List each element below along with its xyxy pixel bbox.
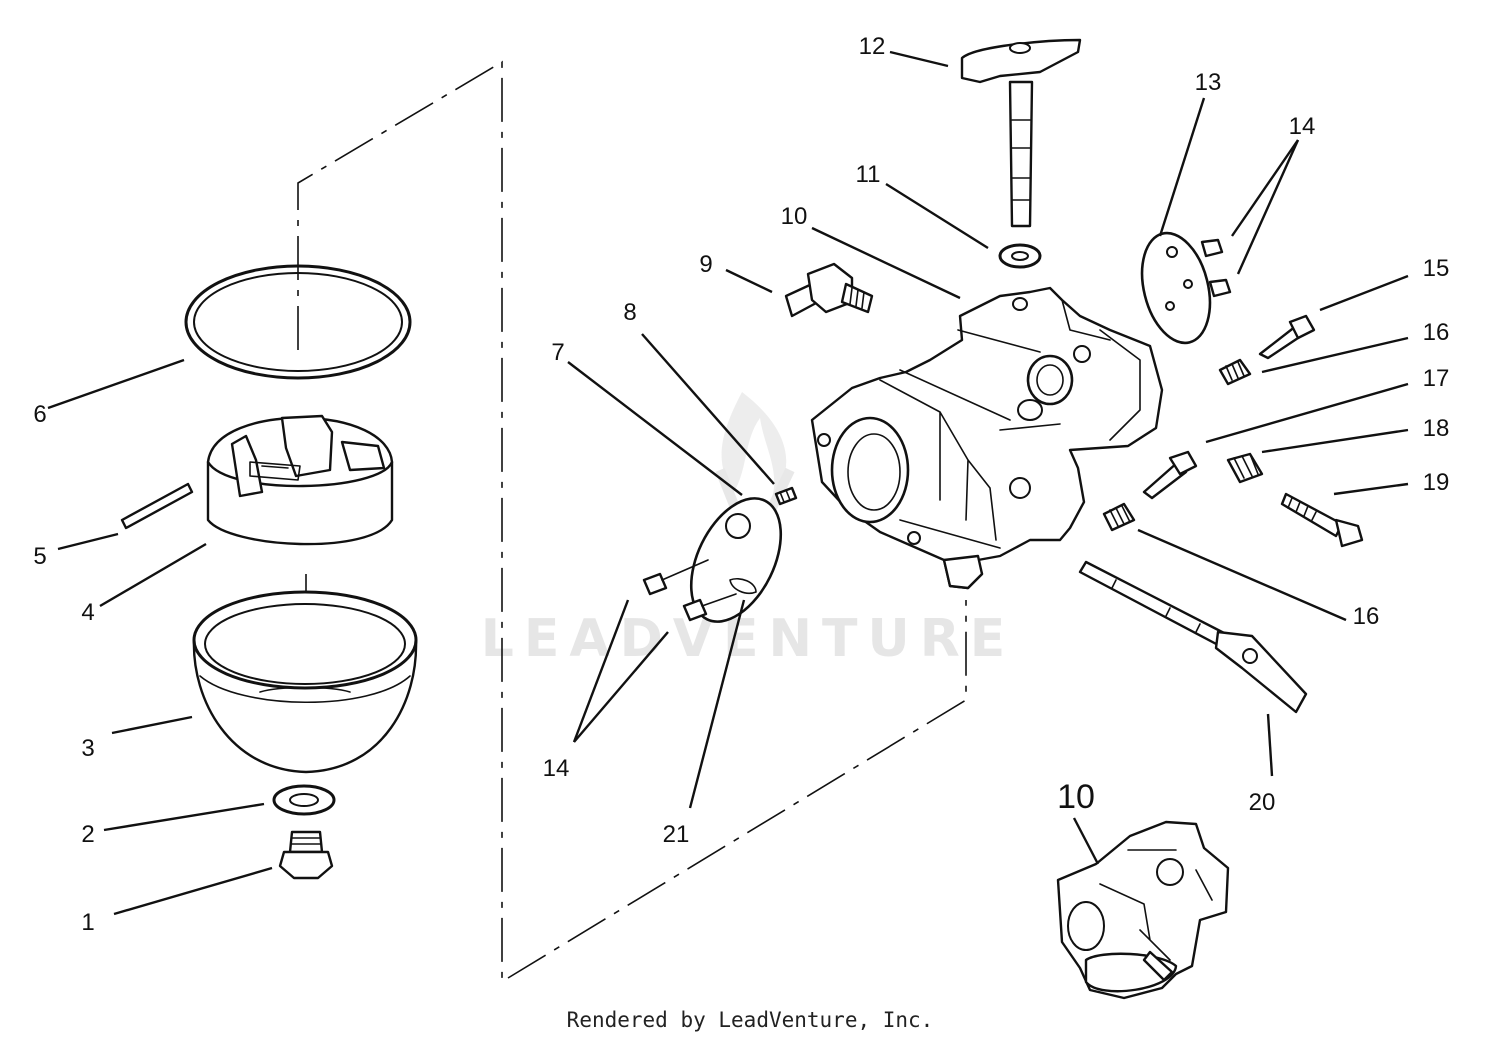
callout-17: 17 bbox=[1423, 365, 1450, 392]
callout-2: 2 bbox=[81, 821, 94, 848]
watermark-text: LEADVENTURE bbox=[481, 609, 1016, 669]
fuel-inlet-fitting bbox=[784, 262, 874, 318]
plate-screws-lower bbox=[642, 559, 737, 622]
carburetor-body bbox=[810, 286, 1164, 590]
callout-3: 3 bbox=[81, 735, 94, 762]
callout-14-lower: 14 bbox=[543, 755, 570, 782]
bowl-washer bbox=[272, 784, 336, 816]
screw-small bbox=[774, 486, 798, 506]
bowl-gasket bbox=[184, 264, 412, 380]
choke-shaft bbox=[960, 38, 1082, 228]
callout-10: 10 bbox=[781, 203, 808, 230]
callout-15: 15 bbox=[1423, 255, 1450, 282]
callout-13: 13 bbox=[1195, 69, 1222, 96]
idle-mixture-screw bbox=[1142, 450, 1198, 500]
callout-6: 6 bbox=[33, 401, 46, 428]
callout-16-upper: 16 bbox=[1423, 319, 1450, 346]
mixture-screw bbox=[1258, 314, 1316, 360]
float bbox=[206, 414, 394, 546]
throttle-plate bbox=[689, 497, 783, 623]
callout-18: 18 bbox=[1423, 415, 1450, 442]
mixture-spring-upper bbox=[1218, 358, 1252, 386]
throttle-shaft bbox=[1078, 560, 1308, 714]
footer-credit: Rendered by LeadVenture, Inc. bbox=[566, 1008, 934, 1032]
callout-labels: 1 2 3 4 5 6 7 8 9 10 11 12 13 14 15 16 1… bbox=[33, 33, 1449, 936]
bowl-screw bbox=[278, 830, 334, 880]
callout-21: 21 bbox=[663, 821, 690, 848]
shaft-seal bbox=[998, 243, 1042, 269]
callout-12: 12 bbox=[859, 33, 886, 60]
callout-11: 11 bbox=[856, 161, 881, 188]
callout-1: 1 bbox=[81, 909, 94, 936]
callout-20: 20 bbox=[1249, 789, 1276, 816]
callout-14-upper: 14 bbox=[1289, 113, 1316, 140]
leader-lines bbox=[47, 50, 1409, 916]
cover-screws-upper bbox=[1200, 238, 1232, 298]
mixture-spring-lower bbox=[1102, 502, 1136, 532]
carburetor-assembly-inset bbox=[1056, 820, 1230, 1000]
callout-19: 19 bbox=[1423, 469, 1450, 496]
float-pin bbox=[120, 482, 194, 530]
callout-16-lower: 16 bbox=[1353, 603, 1380, 630]
idle-spring bbox=[1226, 452, 1264, 484]
cover-plate bbox=[1140, 231, 1212, 345]
callout-5: 5 bbox=[33, 543, 46, 570]
callout-4: 4 bbox=[81, 599, 94, 626]
float-bowl bbox=[192, 590, 418, 774]
callout-9: 9 bbox=[699, 251, 712, 278]
idle-speed-screw bbox=[1280, 492, 1364, 548]
callout-8: 8 bbox=[623, 299, 636, 326]
callout-10-inset: 10 bbox=[1057, 778, 1095, 816]
callout-7: 7 bbox=[551, 339, 564, 366]
